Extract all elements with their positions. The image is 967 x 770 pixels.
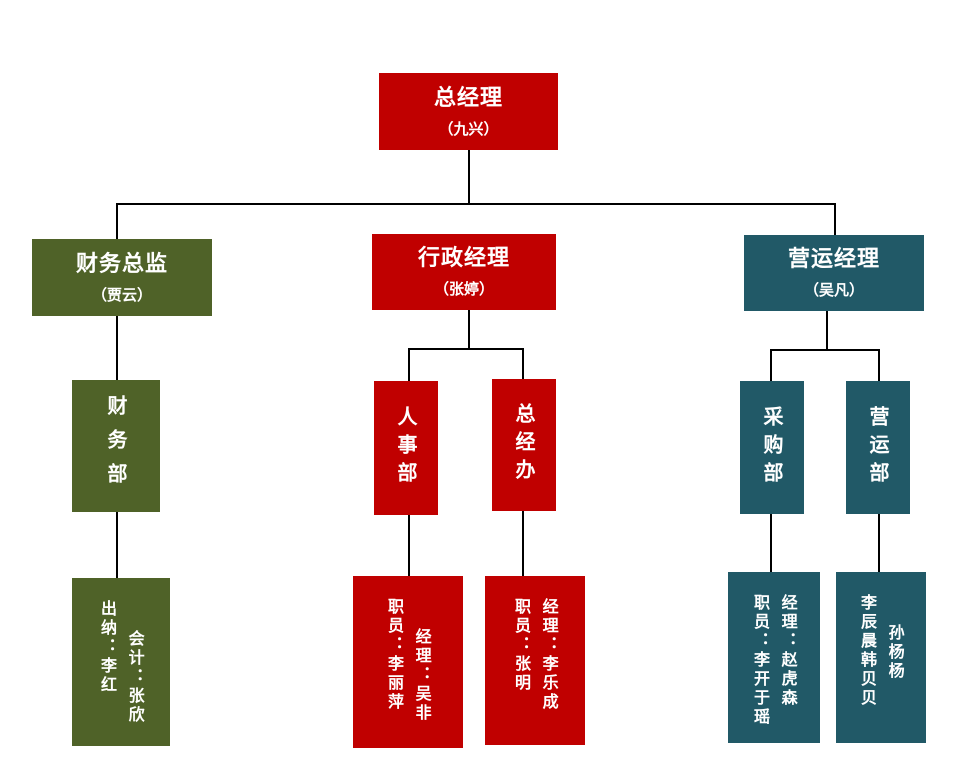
gm-office-up-line bbox=[522, 348, 524, 379]
admin-manager-name: （张婷） bbox=[433, 280, 494, 298]
hr-manager: 经理：吴非 bbox=[412, 628, 432, 723]
operations-dept-box: 营运部 bbox=[846, 381, 910, 514]
purchasing-manager: 经理：赵虎森 bbox=[778, 594, 798, 708]
hr-down-line bbox=[408, 515, 410, 576]
purchasing-dept-box: 采购部 bbox=[740, 381, 804, 514]
operations-staff-b: 李辰晨韩贝贝 bbox=[858, 594, 877, 708]
finance-staff-box: 会计：张欣 出纳：李红 bbox=[72, 578, 170, 746]
finance-director-title: 财务总监 bbox=[75, 250, 168, 277]
gm-office-box: 总经办 bbox=[492, 379, 556, 511]
purchasing-clerk: 职员：李开于瑶 bbox=[751, 594, 770, 727]
finance-director-box: 财务总监 （贾云） bbox=[32, 239, 212, 316]
hr-clerk: 职员：李丽萍 bbox=[385, 598, 404, 712]
purchasing-up-line bbox=[770, 349, 772, 381]
ceo-name: （九兴） bbox=[438, 119, 499, 138]
operations-up-line bbox=[878, 349, 880, 381]
ceo-box: 总经理 （九兴） bbox=[379, 73, 558, 150]
hr-dept-label: 人事部 bbox=[394, 406, 418, 490]
finance-director-up-line bbox=[116, 203, 118, 239]
finance-cashier: 出纳：李红 bbox=[98, 600, 117, 695]
finance-dept-down-line bbox=[116, 512, 118, 578]
finance-dept-label: 财务部 bbox=[104, 395, 128, 497]
top-horizontal-line bbox=[116, 203, 836, 205]
admin-manager-down-line bbox=[468, 310, 470, 350]
ops-manager-title: 营运经理 bbox=[787, 246, 880, 272]
gm-office-label: 总经办 bbox=[512, 403, 536, 487]
purchasing-down-line bbox=[770, 514, 772, 572]
purchasing-staff-box: 经理：赵虎森 职员：李开于瑶 bbox=[728, 572, 820, 743]
gm-office-manager: 经理：李乐成 bbox=[539, 598, 559, 712]
ops-manager-down-line bbox=[826, 311, 828, 351]
purchasing-dept-label: 采购部 bbox=[760, 405, 784, 490]
finance-director-down-line bbox=[116, 316, 118, 380]
ops-horizontal-line bbox=[770, 349, 880, 351]
gm-office-staff-box: 经理：李乐成 职员：张明 bbox=[485, 576, 585, 745]
finance-accountant: 会计：张欣 bbox=[125, 630, 145, 725]
operations-staff-box: 孙杨杨 李辰晨韩贝贝 bbox=[836, 572, 926, 743]
admin-manager-box: 行政经理 （张婷） bbox=[372, 234, 556, 310]
finance-director-name: （贾云） bbox=[91, 285, 152, 304]
hr-staff-box: 经理：吴非 职员：李丽萍 bbox=[353, 576, 463, 748]
admin-horizontal-line bbox=[408, 348, 524, 350]
ceo-down-line bbox=[468, 150, 470, 205]
gm-office-down-line bbox=[522, 511, 524, 576]
gm-office-clerk: 职员：张明 bbox=[512, 598, 531, 693]
admin-manager-title: 行政经理 bbox=[417, 245, 510, 271]
ceo-title: 总经理 bbox=[433, 84, 503, 111]
operations-down-line bbox=[878, 514, 880, 572]
operations-dept-label: 营运部 bbox=[866, 405, 890, 490]
hr-up-line bbox=[408, 348, 410, 381]
operations-staff-a: 孙杨杨 bbox=[885, 624, 905, 681]
ops-manager-up-line bbox=[834, 203, 836, 235]
ops-manager-name: （吴凡） bbox=[803, 281, 864, 299]
hr-dept-box: 人事部 bbox=[374, 381, 438, 515]
ops-manager-box: 营运经理 （吴凡） bbox=[744, 235, 924, 311]
finance-dept-box: 财务部 bbox=[72, 380, 160, 512]
